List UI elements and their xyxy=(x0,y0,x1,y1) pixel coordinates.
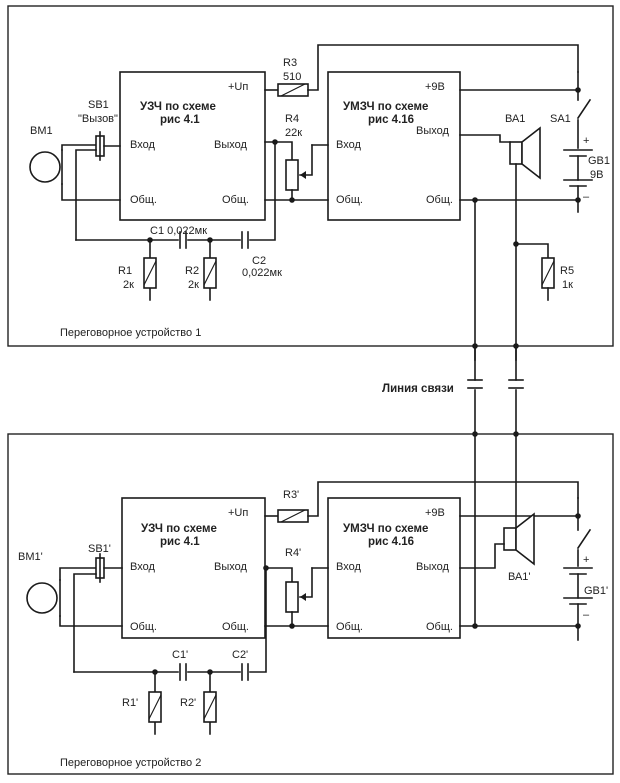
unit-2-preamp-title-2: рис 4.1 xyxy=(160,536,200,548)
unit-2-preamp-title-1: УЗЧ по схеме xyxy=(141,523,217,535)
unit-1-poweramp-title-2: рис 4.16 xyxy=(368,114,414,126)
unit-2-poweramp-block xyxy=(327,497,461,639)
unit-1-preamp-pin-gnd-left: Общ. xyxy=(130,194,157,206)
sb1-prime-label: SB1' xyxy=(88,543,111,555)
unit-2-preamp-pin-vin: +Uп xyxy=(228,507,248,519)
unit-1-preamp-title-1: УЗЧ по схеме xyxy=(140,101,216,113)
unit-2-poweramp-pin-out: Выход xyxy=(416,561,449,573)
r1-prime-ref: R1' xyxy=(122,697,138,709)
r3-prime-ref: R3' xyxy=(283,489,299,501)
c2-value: 0,022мк xyxy=(242,267,282,279)
r2-value: 2к xyxy=(188,279,199,291)
c1-prime-label: C1' xyxy=(172,649,188,661)
unit-2-poweramp-pin-gnd-left: Общ. xyxy=(336,621,363,633)
switch-sa1 xyxy=(576,71,592,149)
ba1-prime-label: ВА1' xyxy=(508,571,531,583)
r3-ref: R3 xyxy=(283,57,297,69)
r5-ref: R5 xyxy=(560,265,574,277)
gb1-prime-plus: + xyxy=(583,554,589,566)
microphone-bm1 xyxy=(29,144,121,201)
unit-2-frame xyxy=(7,433,614,775)
gb1-value: 9В xyxy=(590,169,603,181)
r5-value: 1к xyxy=(562,279,573,291)
unit-1-preamp-pin-out: Выход xyxy=(214,139,247,151)
unit-2-preamp-block xyxy=(121,497,266,639)
r1-ref: R1 xyxy=(118,265,132,277)
resistor-r2-prime xyxy=(203,691,217,723)
unit-2-preamp-pin-in: Вход xyxy=(130,561,155,573)
speaker-ba1 xyxy=(459,126,541,361)
sb1-name: "Вызов" xyxy=(78,113,118,125)
unit-1-poweramp-pin-out: Выход xyxy=(416,125,449,137)
c2-ref: C2 xyxy=(252,255,266,267)
r1-value: 2к xyxy=(123,279,134,291)
c1-label: С1 0,022мк xyxy=(150,225,207,237)
unit-1-preamp-title-2: рис 4.1 xyxy=(160,114,200,126)
unit-2-preamp-pin-gnd-right: Общ. xyxy=(222,621,249,633)
resistor-r5 xyxy=(541,257,555,289)
unit-1-preamp-pin-vin: +Uп xyxy=(228,81,248,93)
gb1-prime-minus: – xyxy=(583,609,590,621)
unit-1-poweramp-block xyxy=(327,71,461,221)
r4-ref: R4 xyxy=(285,113,299,125)
communication-line xyxy=(467,343,524,437)
bm1-label: ВМ1 xyxy=(30,125,53,137)
gb1-minus: – xyxy=(583,191,590,203)
unit-2-caption: Переговорное устройство 2 xyxy=(60,757,201,769)
unit-1-poweramp-pin-gnd-left: Общ. xyxy=(336,194,363,206)
resistor-r2 xyxy=(203,257,217,289)
resistor-r1-prime xyxy=(148,691,162,723)
bm1-prime-label: ВМ1' xyxy=(18,551,43,563)
unit-1-caption: Переговорное устройство 1 xyxy=(60,327,201,339)
switch-sa1-prime xyxy=(576,497,592,567)
gb1-prime-ref: GB1' xyxy=(584,585,608,597)
unit-2-preamp-pin-gnd-left: Общ. xyxy=(130,621,157,633)
r3-value: 510 xyxy=(283,71,301,83)
ba1-label: ВА1 xyxy=(505,113,525,125)
unit-2-poweramp-title-1: УМЗЧ по схеме xyxy=(343,523,428,535)
resistor-r3-prime xyxy=(277,509,309,523)
sb1-label: SB1 xyxy=(88,99,109,111)
unit-2-preamp-pin-out: Выход xyxy=(214,561,247,573)
r2-prime-ref: R2' xyxy=(180,697,196,709)
gb1-ref: GB1 xyxy=(588,155,610,167)
gb1-plus: + xyxy=(583,135,589,147)
switch-sb1 xyxy=(75,131,121,241)
r4-prime-ref: R4' xyxy=(285,547,301,559)
unit-1-poweramp-pin-vin: +9В xyxy=(425,81,445,93)
unit-2-poweramp-pin-gnd-right: Общ. xyxy=(426,621,453,633)
unit-1-frame xyxy=(7,5,614,347)
unit-2-poweramp-pin-in: Вход xyxy=(336,561,361,573)
unit-1-poweramp-pin-gnd-right: Общ. xyxy=(426,194,453,206)
resistor-r1 xyxy=(143,257,157,289)
microphone-bm1-prime xyxy=(26,567,123,627)
sa1-label: SA1 xyxy=(550,113,571,125)
potentiometer-r4 xyxy=(285,144,313,201)
battery-gb1 xyxy=(563,149,593,213)
resistor-r3 xyxy=(277,83,309,97)
r4-value: 22к xyxy=(285,127,302,139)
unit-1-poweramp-pin-in: Вход xyxy=(336,139,361,151)
unit-2-poweramp-pin-vin: +9В xyxy=(425,507,445,519)
c2-prime-label: C2' xyxy=(232,649,248,661)
line-label: Линия связи xyxy=(382,383,454,395)
speaker-ba1-prime xyxy=(459,433,535,569)
unit-1-poweramp-title-1: УМЗЧ по схеме xyxy=(343,101,428,113)
battery-gb1-prime xyxy=(563,567,593,641)
unit-1-preamp-pin-gnd-right: Общ. xyxy=(222,194,249,206)
r2-ref: R2 xyxy=(185,265,199,277)
potentiometer-r4-prime xyxy=(285,567,313,627)
unit-1: Переговорное устройство 1 УЗЧ по схеме р… xyxy=(7,5,614,361)
unit-2: Переговорное устройство 2 УЗЧ по схеме р… xyxy=(7,433,614,775)
unit-2-poweramp-title-2: рис 4.16 xyxy=(368,536,414,548)
unit-1-preamp-block xyxy=(119,71,266,221)
unit-1-preamp-pin-in: Вход xyxy=(130,139,155,151)
switch-sb1-prime xyxy=(73,553,123,673)
